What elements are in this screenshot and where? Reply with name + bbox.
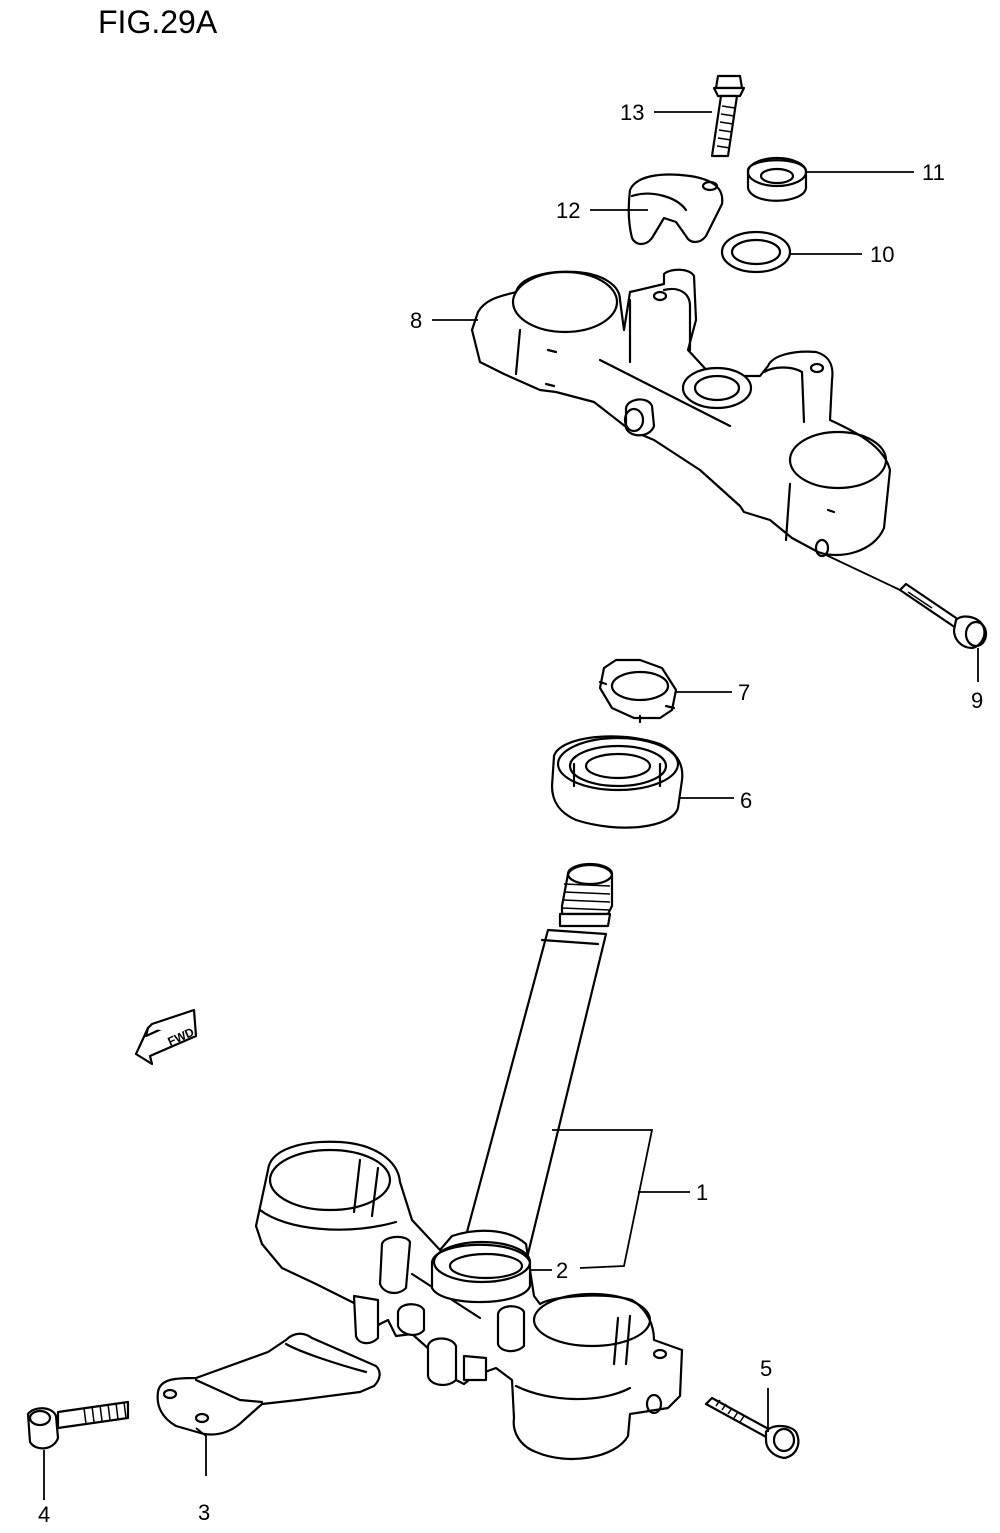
callout-12: 12: [556, 198, 580, 223]
callout-10: 10: [870, 242, 894, 267]
callout-5: 5: [760, 1356, 772, 1381]
part-2-seal: [430, 1240, 532, 1304]
part-4-bolt: [26, 1400, 130, 1450]
callout-7: 7: [738, 680, 750, 705]
callout-6: 6: [740, 788, 752, 813]
callout-3: 3: [198, 1500, 210, 1525]
fwd-arrow-icon: FWD: [134, 1008, 198, 1066]
part-9-bolt: [898, 582, 988, 650]
part-8-upper-bracket: [470, 268, 892, 558]
callout-8: 8: [410, 308, 422, 333]
figure-title: FIG.29A: [98, 4, 218, 40]
part-13-bolt: [710, 74, 746, 158]
callout-4: 4: [38, 1502, 50, 1527]
part-10-washer: [720, 230, 792, 274]
callout-2: 2: [556, 1258, 568, 1283]
leader-lines: [43, 111, 979, 1500]
callout-1: 1: [696, 1180, 708, 1205]
callout-labels: 13 11 12 10 8 9 7 6 1 2 5 3 4: [38, 100, 983, 1527]
part-5-bolt: [704, 1396, 800, 1460]
part-3-bracket: [156, 1332, 381, 1436]
part-12-clamp: [627, 173, 724, 246]
callout-9: 9: [971, 688, 983, 713]
part-7-lock-nut: [598, 658, 678, 724]
part-11-washer: [746, 156, 808, 202]
callout-13: 13: [620, 100, 644, 125]
part-6-bearing: [550, 735, 684, 829]
callout-11: 11: [922, 160, 945, 185]
